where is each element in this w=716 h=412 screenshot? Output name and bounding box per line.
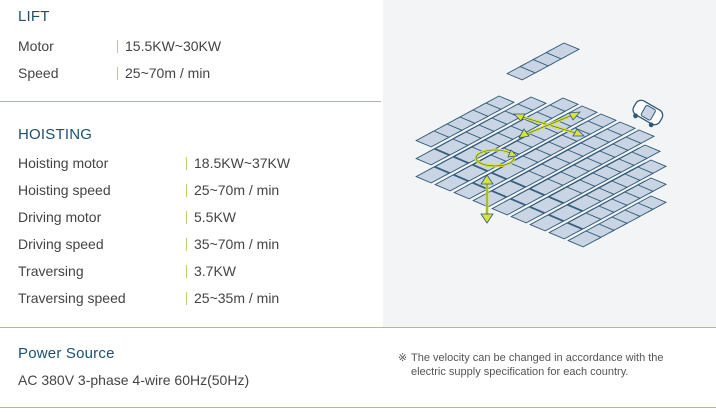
parking-panel [453,182,489,200]
hoisting-spec-hoisting-motor: Hoisting motor 18.5KW~37KW [18,153,378,173]
spec-value: 18.5KW~37KW [194,155,291,171]
note-mark: ※ [398,352,408,364]
parking-panel [510,170,546,188]
hoisting-title: HOISTING [18,126,93,143]
parking-panel [434,138,470,156]
illustration-svg [415,42,668,248]
parking-panel [415,130,451,148]
hoisting-spec-driving-speed: Driving speed 35~70m / min [18,234,378,254]
parking-panel [491,198,527,216]
spec-label: Traversing [18,263,84,279]
hoisting-spec-traversing-speed: Traversing speed 25~35m / min [18,288,378,308]
parking-panel [453,164,489,182]
section-divider [0,327,716,328]
lift-spec-speed: Speed 25~70m / min [18,63,378,83]
spec-separator [186,211,187,224]
parking-panel [545,42,581,60]
spec-label: Traversing speed [18,290,126,306]
parking-panel [548,186,584,204]
parking-panel [434,156,470,174]
spec-separator [186,265,187,278]
lift-spec-motor: Motor 15.5KW~30KW [18,36,378,56]
direction-arrows-icon [474,111,585,224]
spec-label: Hoisting speed [18,182,111,198]
spec-label: Speed [18,65,59,81]
spec-separator [186,157,187,170]
power-source-title: Power Source [18,345,115,362]
parking-panel [529,196,565,214]
parking-panel [415,148,451,166]
lift-title: LIFT [18,8,50,25]
section-divider [0,101,381,102]
note-line: electric supply specification for each c… [411,366,629,378]
spec-label: Driving motor [18,209,102,225]
hoisting-spec-driving-motor: Driving motor 5.5KW [18,207,378,227]
spec-separator [186,184,187,197]
spec-value: 35~70m / min [194,236,280,252]
parking-panel [567,230,603,248]
parking-panel [491,162,527,180]
parking-panel [510,206,546,224]
car-icon [632,99,664,128]
spec-value: 15.5KW~30KW [125,38,222,54]
parking-panel [529,214,565,232]
parking-panel [567,212,603,230]
parking-panel [548,204,584,222]
power-source-value: AC 380V 3-phase 4-wire 60Hz(50Hz) [18,372,250,388]
spec-value: 25~35m / min [194,290,280,306]
parking-panel [434,174,470,192]
parking-panel [510,188,546,206]
spec-separator [117,67,118,80]
parking-system-illustration [383,0,716,327]
parking-panel [529,178,565,196]
bottom-divider [0,407,716,408]
spec-label: Hoisting motor [18,155,109,171]
spec-label: Driving speed [18,236,104,252]
spec-value: 3.7KW [194,263,237,279]
note-line: The velocity can be changed in accordanc… [411,352,664,364]
parking-panel [548,222,584,240]
spec-value: 25~70m / min [194,182,280,198]
spec-label: Motor [18,38,54,54]
spec-separator [186,292,187,305]
spec-separator [186,238,187,251]
parking-panel [415,166,451,184]
parking-panel [567,194,603,212]
velocity-note: The velocity can be changed in accordanc… [411,351,664,379]
spec-separator [117,40,118,53]
parking-panel [491,180,527,198]
hoisting-spec-traversing: Traversing 3.7KW [18,261,378,281]
hoisting-spec-hoisting-speed: Hoisting speed 25~70m / min [18,180,378,200]
parking-panels [415,42,668,248]
spec-value: 25~70m / min [125,65,211,81]
spec-value: 5.5KW [194,209,237,225]
